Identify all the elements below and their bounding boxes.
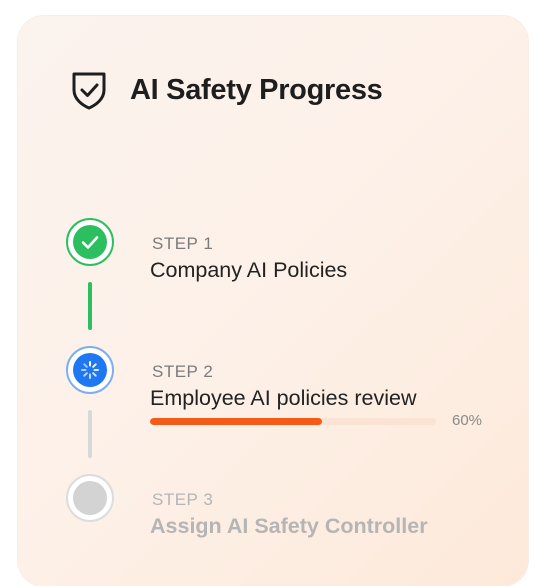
step-2-status-in-progress — [66, 346, 114, 394]
step-2-label: STEP 2 — [152, 362, 214, 381]
step-1-label: STEP 1 — [152, 234, 214, 253]
step-2-title[interactable]: Employee AI policies review — [150, 386, 417, 410]
step-1-status-completed — [66, 218, 114, 266]
progress-fill — [150, 418, 322, 425]
spinner-icon — [81, 361, 99, 379]
step-3-status-pending — [66, 474, 114, 522]
step-2-progress-bar — [150, 418, 436, 425]
progress-card: AI Safety Progress STEP 1 Company AI Pol… — [18, 16, 528, 586]
step-3-label: STEP 3 — [152, 490, 214, 509]
check-icon — [81, 236, 99, 249]
progress-percentage: 60% — [452, 412, 483, 429]
page-title: AI Safety Progress — [130, 73, 383, 106]
step-connector-2 — [88, 410, 92, 458]
step-connector-1 — [88, 282, 92, 330]
step-1-title[interactable]: Company AI Policies — [150, 258, 348, 282]
shield-check-icon — [70, 70, 108, 110]
step-3-title[interactable]: Assign AI Safety Controller — [150, 514, 428, 538]
card-header: AI Safety Progress — [70, 68, 383, 112]
